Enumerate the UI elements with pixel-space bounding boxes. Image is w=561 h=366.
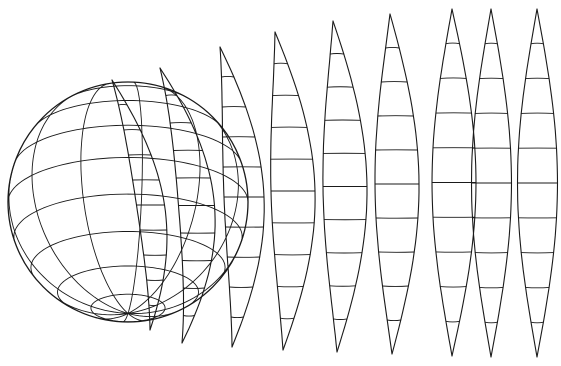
gore-parallel	[531, 322, 543, 323]
gore-parallel	[446, 43, 460, 44]
gore-strip	[472, 9, 512, 357]
gore-parallel	[274, 63, 288, 64]
globe	[8, 82, 248, 322]
gore-parallel	[231, 317, 243, 318]
gore-strip	[518, 9, 558, 357]
gore-strip	[432, 9, 476, 356]
gore-strip	[323, 21, 367, 352]
gore-parallel	[531, 43, 543, 44]
gore-parallel	[446, 321, 460, 322]
gore-parallel	[183, 316, 194, 317]
gore-strip	[271, 32, 315, 350]
gore-parallel	[330, 54, 344, 55]
gore-parallel	[387, 320, 401, 321]
gore-strip	[375, 14, 419, 354]
gore-parallel	[485, 43, 497, 44]
gore-parallel	[386, 47, 400, 48]
gore-parallel	[485, 322, 497, 323]
gore-strip	[220, 47, 264, 347]
gore-parallel	[280, 318, 294, 319]
gore-parallel	[333, 319, 347, 320]
gore-parallel	[222, 76, 234, 77]
